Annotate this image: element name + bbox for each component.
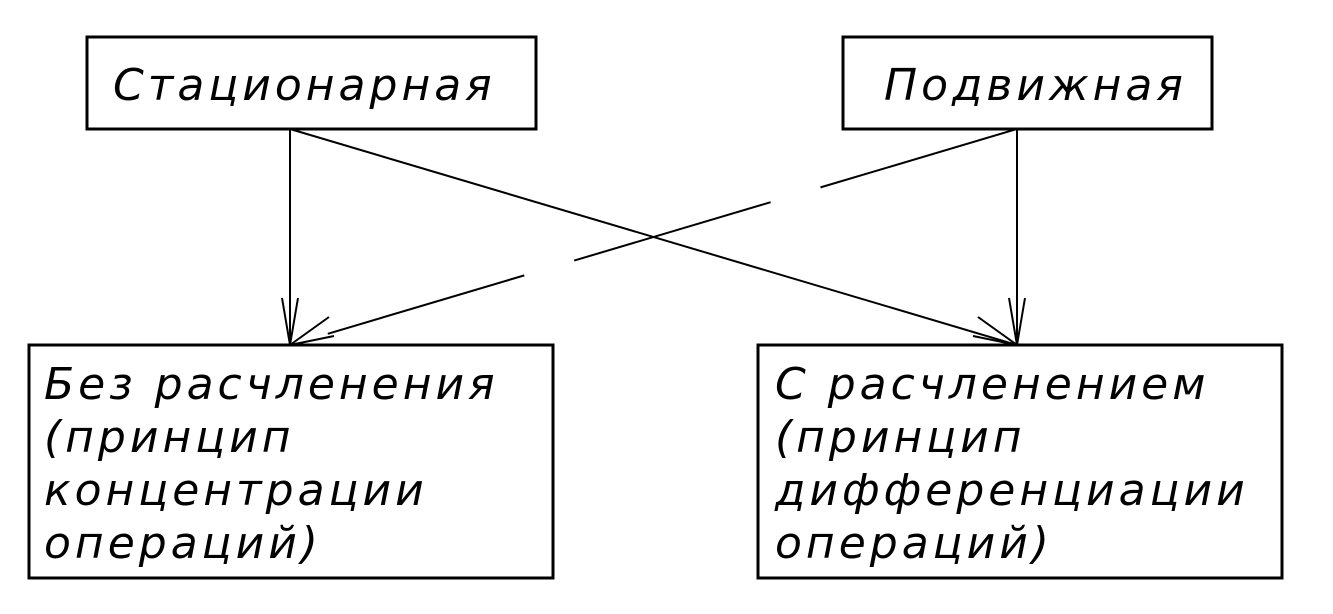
node-with-division-line-2: (принцип xyxy=(775,412,1026,463)
arrowhead-with-division-diagonal xyxy=(972,316,1018,346)
node-with-division-box xyxy=(756,343,1284,580)
node-stationary-label: Стационарная xyxy=(113,60,496,111)
node-without-division-line-1: Без расчленения xyxy=(44,359,499,410)
node-movable: Подвижная xyxy=(841,35,1214,131)
node-without-division-line-2: (принцип xyxy=(44,412,295,463)
node-with-division-line-3: дифференциации xyxy=(774,465,1249,516)
node-movable-label: Подвижная xyxy=(884,60,1187,111)
node-without-division-line-4: операций) xyxy=(44,518,322,569)
arrowhead-without-division-diagonal xyxy=(289,316,335,346)
node-movable-box xyxy=(841,35,1214,131)
arrowheads xyxy=(281,297,1026,346)
edge-movable-to-without-division-dashed xyxy=(289,128,1018,346)
node-stationary: Стационарная xyxy=(85,35,538,131)
node-with-division-line-4: операций) xyxy=(775,518,1053,569)
edges xyxy=(289,128,1018,346)
node-without-division-box xyxy=(27,343,555,580)
node-with-division: С расчленением (принцип дифференциации о… xyxy=(756,343,1284,580)
node-without-division: Без расчленения (принцип концентрации оп… xyxy=(27,343,555,580)
node-without-division-line-3: концентрации xyxy=(44,465,428,516)
node-with-division-line-1: С расчленением xyxy=(775,359,1209,410)
node-stationary-box xyxy=(85,35,538,131)
